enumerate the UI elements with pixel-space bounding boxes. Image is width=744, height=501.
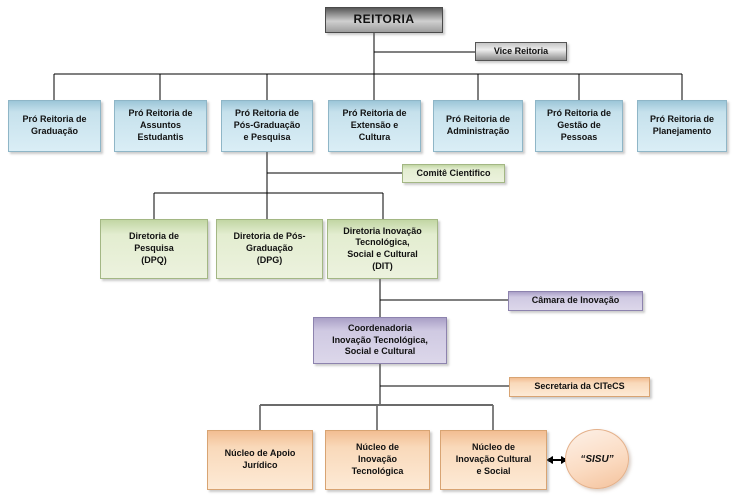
double-arrow-icon (546, 456, 568, 464)
node-pro-reitoria-planejamento: Pró Reitoria de Planejamento (637, 100, 727, 152)
node-nucleo-apoio-juridico: Núcleo de Apoio Jurídico (207, 430, 313, 490)
node-camara-inovacao: Câmara de Inovação (508, 291, 643, 311)
node-sisu: “SISU” (565, 429, 629, 489)
node-pro-reitoria-pos-graduacao-pesquisa: Pró Reitoria de Pós-Graduação e Pesquisa (221, 100, 313, 152)
node-nucleo-inovacao-tecnologica: Núcleo de Inovação Tecnológica (325, 430, 430, 490)
node-comite-cientifico: Comitê Cientifico (402, 164, 505, 183)
node-pro-reitoria-graduacao: Pró Reitoria de Graduação (8, 100, 101, 152)
node-coordenadoria-citecs: Coordenadoria Inovação Tecnológica, Soci… (313, 317, 447, 364)
node-pro-reitoria-assuntos-estudantis: Pró Reitoria de Assuntos Estudantis (114, 100, 207, 152)
node-pro-reitoria-extensao-cultura: Pró Reitoria de Extensão e Cultura (328, 100, 421, 152)
node-secretaria-citecs: Secretaria da CITeCS (509, 377, 650, 397)
node-pro-reitoria-administracao: Pró Reitoria de Administração (433, 100, 523, 152)
node-reitoria: REITORIA (325, 7, 443, 33)
node-diretoria-inovacao-dit: Diretoria Inovação Tecnológica, Social e… (327, 219, 438, 279)
node-nucleo-inovacao-cultural-social: Núcleo de Inovação Cultural e Social (440, 430, 547, 490)
node-diretoria-pos-graduacao-dpg: Diretoria de Pós- Graduação (DPG) (216, 219, 323, 279)
node-diretoria-pesquisa-dpq: Diretoria de Pesquisa (DPQ) (100, 219, 208, 279)
node-vice-reitoria: Vice Reitoria (475, 42, 567, 61)
node-pro-reitoria-gestao-pessoas: Pró Reitoria de Gestão de Pessoas (535, 100, 623, 152)
